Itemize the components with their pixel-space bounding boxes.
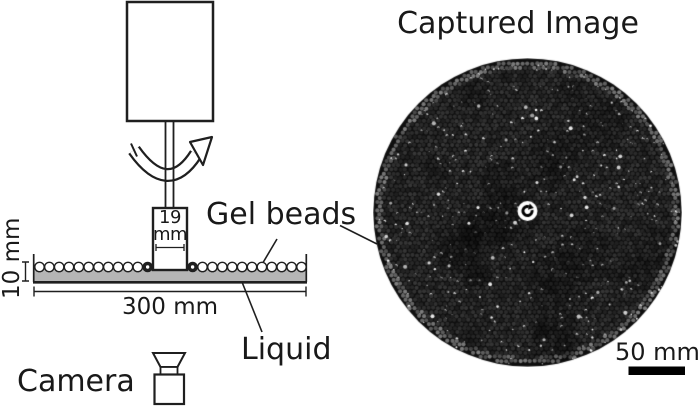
scale-bar-label: 50 mm: [615, 338, 700, 366]
stirrer-cylinder: [151, 206, 189, 272]
stirrer-width-unit: mm: [153, 224, 188, 245]
gel-bead: [296, 261, 307, 273]
gel-bead: [226, 261, 238, 273]
gel-bead: [286, 261, 297, 273]
width-dimension-line: [33, 286, 307, 297]
gel-bead: [216, 261, 228, 273]
stirrer-shaft: [164, 121, 175, 208]
gel-beads-label: Gel beads: [206, 197, 357, 232]
rotation-arrow-icon: [128, 135, 214, 182]
gel-bead: [206, 261, 218, 273]
gel-bead: [132, 261, 144, 273]
gel-bead: [93, 261, 104, 273]
stirrer-width-value: 19: [159, 207, 181, 228]
gel-bead: [266, 261, 278, 273]
gel-bead: [197, 261, 208, 273]
stirrer-width-label: 19 mm: [153, 207, 188, 245]
captured-image-disk: [373, 58, 682, 367]
liquid-fill: [34, 268, 306, 282]
container-depth-label: 10 mm: [0, 217, 25, 299]
gel-bead: [53, 261, 65, 273]
gel-bead: [246, 261, 258, 273]
gel-bead: [102, 261, 114, 273]
gel-bead-marked-center: [190, 265, 195, 269]
gel-bead: [43, 261, 55, 273]
gel-bead: [112, 261, 124, 273]
gel-bead: [256, 261, 268, 273]
gel-bead: [73, 261, 85, 273]
camera-icon: [151, 352, 187, 406]
gel-bead: [83, 261, 95, 273]
gel-bead: [236, 261, 248, 273]
scale-bar: [628, 366, 685, 375]
camera-label: Camera: [17, 364, 135, 399]
gel-beads-row: [34, 261, 307, 273]
gel-beads-to-image-leader-line: [339, 224, 378, 245]
gel-bead: [63, 261, 75, 273]
gel-bead-marked-center: [145, 265, 150, 269]
gel-bead: [276, 261, 288, 273]
depth-dimension-line: [22, 261, 29, 282]
captured-image-title: Captured Image: [397, 6, 639, 41]
liquid-label: Liquid: [241, 332, 332, 367]
motor-box: [125, 0, 215, 123]
gel-bead: [122, 261, 134, 273]
gel-beads-leader-line: [260, 238, 278, 267]
cylinder-width-dimension-line: [155, 244, 185, 251]
container-width-label: 300 mm: [121, 294, 219, 320]
gel-bead: [34, 261, 45, 273]
liquid-leader-line: [239, 276, 263, 333]
